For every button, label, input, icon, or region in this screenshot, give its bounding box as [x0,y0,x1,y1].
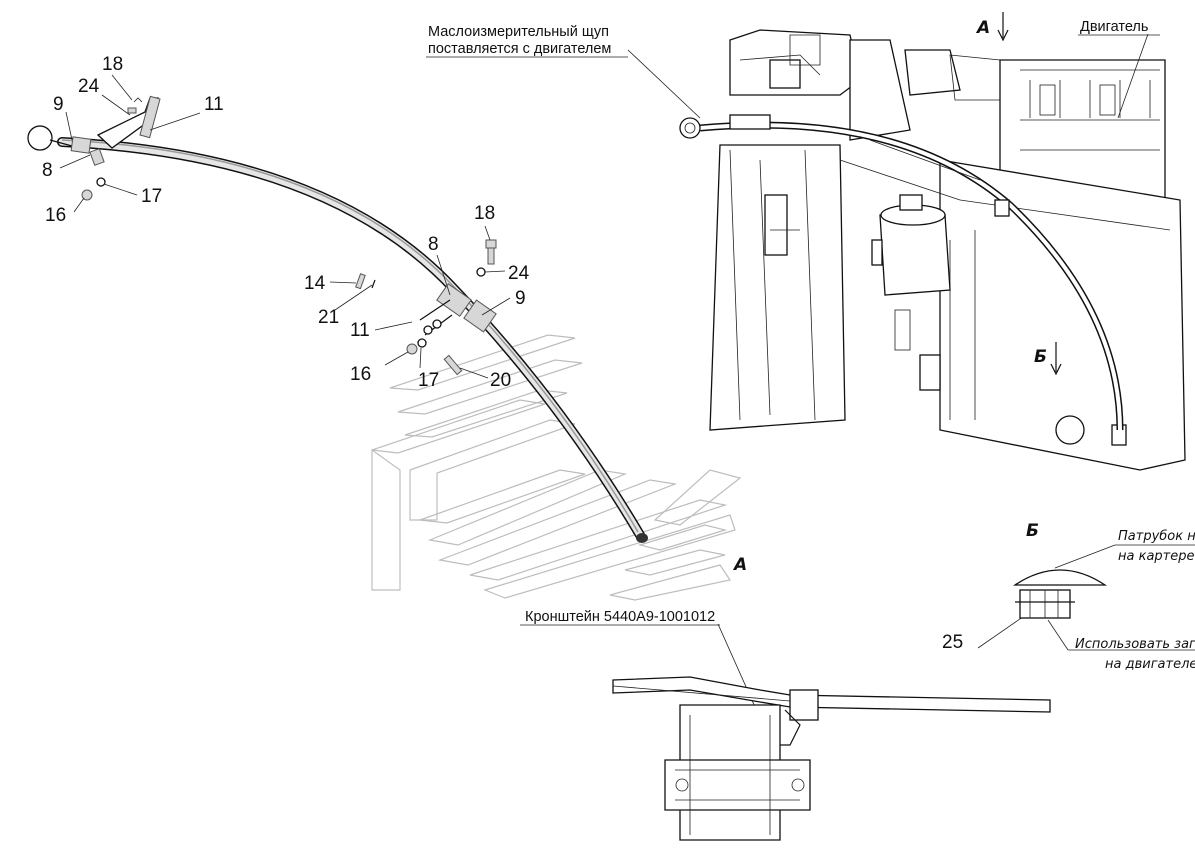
expansion-tank [879,214,951,296]
nut-16-mid-icon [406,343,418,355]
position-label: 11 [204,94,224,115]
engine-callout: Двигатель [1080,19,1148,35]
position-label: 8 [428,234,439,255]
engine-assembly-view [679,29,1186,471]
position-label: 9 [53,94,64,115]
position-label: 24 [78,76,100,97]
position-label: 8 [42,160,53,181]
view-b-detail: Б Патрубок на на картере Использовать за… [942,521,1195,672]
watermark-logo [371,334,742,601]
plug-callout-line1: Использовать загл [1075,637,1195,652]
pipe-callout-line1: Патрубок на [1118,529,1195,544]
position-label: 16 [45,205,66,226]
position-label: 21 [318,307,339,328]
pipe-callout-line2: на картере [1118,549,1195,564]
plug-callout-line2: на двигателе [1105,657,1195,672]
dipstick-note-line2: поставляется с двигателем [428,41,611,57]
position-label: 18 [474,203,495,224]
position-numbers: 18 24 9 11 8 17 16 18 8 24 14 9 21 11 16… [42,54,530,391]
dipstick-note-line1: Маслоизмерительный щуп [428,24,609,40]
position-label: 17 [141,186,162,207]
position-label: 24 [508,263,530,284]
view-a-arrow-label: А [975,18,990,38]
mid-clamp-9 [463,299,497,333]
pin-14-icon [355,273,366,290]
position-label: 9 [515,288,526,309]
position-label: 16 [350,364,371,385]
position-label: 17 [418,370,439,391]
pin-20-icon [443,354,463,376]
bracket-detail [612,676,1051,841]
top-clamp [70,136,92,154]
position-label: 14 [304,273,326,294]
position-label: 20 [490,370,511,391]
position-label: 18 [102,54,123,75]
position-label: 25 [942,632,963,653]
engine-dipstick-ring [679,117,701,139]
view-b-arrow-label: Б [1034,347,1047,367]
view-b-title: Б [1026,521,1039,541]
dipstick-ring-handle [27,125,53,151]
position-label: 11 [350,320,370,341]
bolt-18-mid-icon [485,239,497,265]
dipstick-assembly [27,95,648,543]
leader-lines [59,74,511,379]
bracket-callout: Кронштейн 5440А9-1001012 [525,609,715,625]
washer-24-mid-icon [476,267,486,277]
view-arrows [997,12,1062,376]
view-a-mark: А [732,555,747,575]
mid-clamp-8 [436,283,472,317]
washer-17-top-icon [96,177,106,187]
nut-16-top-icon [81,189,93,201]
